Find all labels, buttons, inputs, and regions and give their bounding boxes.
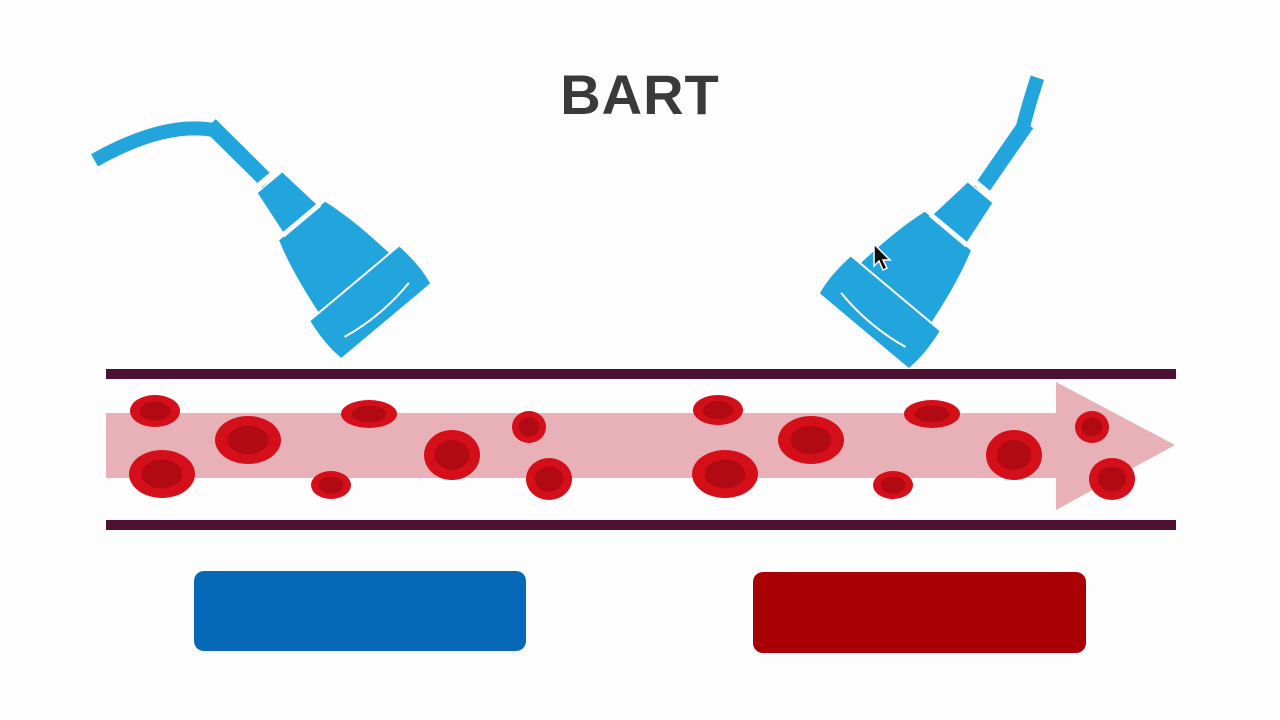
red-blood-cell-core [914, 405, 950, 423]
red-blood-cell-core [318, 476, 344, 494]
red-blood-cell-core [141, 459, 183, 489]
blue-color-box [194, 571, 526, 651]
red-blood-cell-core [434, 440, 470, 470]
red-blood-cell-core [996, 440, 1032, 470]
left-ultrasound-probe-icon [91, 119, 431, 358]
red-blood-cell-core [704, 459, 746, 489]
red-blood-cell-core [139, 401, 171, 421]
slide-title: BART [560, 63, 720, 126]
red-blood-cell-core [1081, 417, 1103, 437]
mouse-pointer-icon [873, 242, 892, 272]
red-blood-cell-core [351, 405, 387, 423]
red-blood-cell-core [790, 425, 832, 455]
red-blood-cell-core [880, 476, 906, 494]
red-color-box [753, 572, 1086, 653]
red-blood-cell-core [534, 466, 564, 492]
red-blood-cells [129, 395, 1135, 500]
red-blood-cell-core [702, 401, 734, 419]
red-blood-cell-core [1097, 466, 1127, 492]
vessel-bottom-wall [106, 520, 1176, 530]
red-blood-cell-core [518, 417, 540, 437]
red-blood-cell-core [227, 425, 269, 455]
vessel-top-wall [106, 369, 1176, 379]
right-ultrasound-probe-icon [819, 75, 1045, 368]
